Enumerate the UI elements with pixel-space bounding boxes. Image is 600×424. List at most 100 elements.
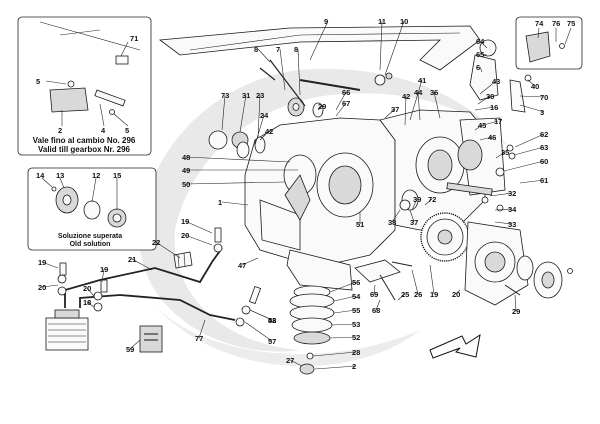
callout-leader [185,181,286,185]
part-number-callout: 59 [126,345,134,354]
part-number-callout: 36 [430,88,438,97]
callout-leader [309,20,329,61]
inset-middle-left: 14 13 12 15 Soluzione superata Old solut… [27,167,157,251]
callout-leader [86,301,95,308]
seal-ring [516,255,534,281]
part-number-callout: 48 [182,153,190,162]
part-number-callout: 3 [540,108,544,117]
callout-leader [479,66,483,73]
part-number-callout: 62 [540,130,548,139]
callout-leader [333,295,357,302]
inset-label: 2 [58,126,62,135]
oil-cooler [45,309,89,351]
part-number-callout: 68 [372,306,380,315]
callout-leader [519,104,545,113]
oil-pan [286,249,353,291]
part-number-callout: 29 [512,307,520,316]
callout-leader [329,281,357,293]
part-number-callout: 64 [476,37,485,46]
part-number-callout: 50 [182,180,190,189]
callout-leader [373,284,376,295]
callout-leader [411,269,419,295]
part-number-callout: 60 [540,157,548,166]
part-number-callout: 10 [400,17,408,26]
differential-cover [464,221,529,306]
callout-leader [424,198,433,206]
callout-leader [479,80,497,95]
output-shaft [446,182,493,196]
part-number-callout: 34 [508,205,517,214]
part-number-callout: 8 [254,45,258,54]
callout-leader [312,351,357,357]
pin-part [94,89,126,107]
part-number-callout: 19 [100,265,108,274]
callout-leader [379,20,383,71]
inset-top-right: 74 76 75 [515,16,583,70]
callout-leader [131,258,153,271]
inset-label: 75 [567,19,575,28]
part-number-callout: 66 [342,88,350,97]
part-number-callout: 42 [265,127,273,136]
callout-leader [494,221,513,225]
part-number-callout: 42 [268,316,276,325]
part-number-callout: 54 [352,292,361,301]
callout-leader [221,201,249,206]
oil-pipe [79,294,236,321]
screw-part [67,80,75,88]
sleeve-part [115,55,129,65]
inset-label: 14 [36,171,45,180]
callout-leader [433,91,441,119]
part-number-callout: 73 [221,91,229,100]
part-number-callout: 21 [128,255,136,264]
callout-leader [411,198,418,211]
part-number-callout: 67 [342,99,350,108]
direction-arrow [429,333,481,359]
top-frame [158,25,481,71]
part-number-callout: 37 [391,105,399,114]
callout-leader [289,359,303,367]
callout-leader [244,321,273,342]
inset-label: 5 [36,77,40,86]
part-number-callout: 20 [452,290,460,299]
callout-leader [259,130,270,141]
part-number-callout: 53 [352,320,360,329]
part-number-callout: 70 [540,93,548,102]
callout-leader [479,136,493,141]
part-number-callout: 19 [38,258,46,267]
part-number-callout: 61 [540,176,548,185]
callout-leader [503,160,545,172]
part-number-callout: 6 [476,63,480,72]
cap-part [374,74,386,86]
part-number-callout: 29 [318,102,326,111]
part-number-callout: 8 [294,45,298,54]
part-number-callout: 25 [401,290,409,299]
part-number-callout: 28 [352,348,360,357]
callout-leader [519,179,545,184]
part-number-callout: 37 [410,218,418,227]
part-number-callout: 32 [508,189,516,198]
inset-caption-english: Valid till gearbox Nr. 296 [38,145,131,154]
callout-leader [409,79,423,121]
callout-leader [86,287,95,297]
callout-leader [513,146,545,156]
callout-leader [249,309,273,321]
callout-leader [391,209,401,223]
callout-leader [514,294,517,312]
part-number-callout: 45 [478,121,486,130]
callout-leader [129,339,141,350]
gearbox-cover-right [459,117,506,196]
part-number-callout: 39 [413,195,421,204]
part-number-callout: 18 [83,298,91,307]
part-number-callout: 9 [324,17,328,26]
part-number-callout: 41 [418,76,426,85]
callout-leader [429,264,435,295]
callout-leader [257,48,271,63]
inset-label: 4 [101,126,106,135]
callout-leader [519,95,545,98]
part-number-callout: 44 [414,88,423,97]
callout-leader [279,48,286,91]
part-number-callout: 33 [508,220,516,229]
label-plate [139,325,163,353]
